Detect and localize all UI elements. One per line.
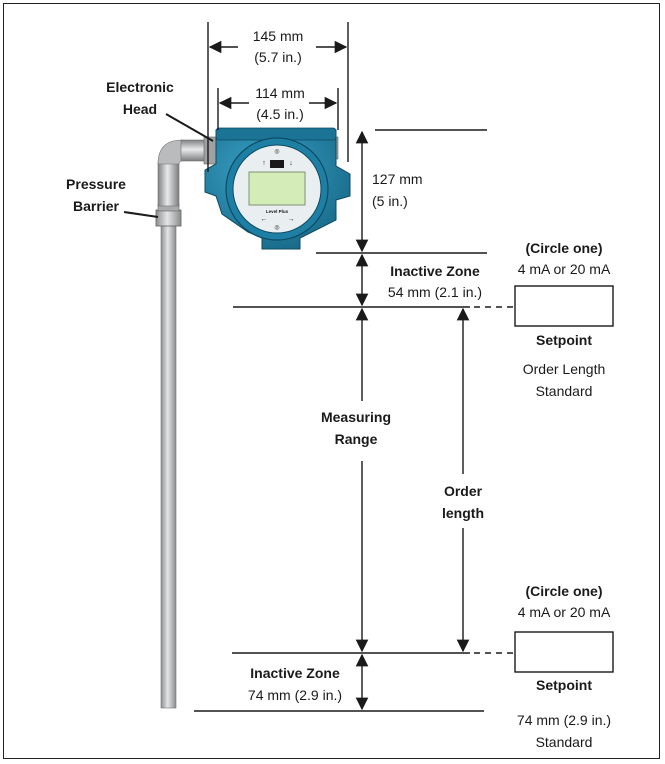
setpoint-top-label: Setpoint <box>536 332 592 348</box>
dim-145-mm: 145 mm <box>253 28 304 44</box>
dim-114-in: (4.5 in.) <box>256 106 303 122</box>
setpoint-bottom-options: 4 mA or 20 mA <box>518 604 611 620</box>
svg-text:↓: ↓ <box>289 160 293 167</box>
pressure-barrier-fitting <box>155 209 182 227</box>
setpoint-top-circle: (Circle one) <box>525 240 602 256</box>
probe-assembly <box>155 136 219 709</box>
inactive-top-title: Inactive Zone <box>390 263 480 279</box>
dim-127-mm: 127 mm <box>372 171 423 187</box>
pressure-barrier-label-1: Pressure <box>66 176 126 192</box>
lcd-display <box>248 171 306 206</box>
setpoint-top-options: 4 mA or 20 mA <box>518 261 611 277</box>
svg-text:←: ← <box>261 216 268 223</box>
setpoint-bottom-note-2: Standard <box>536 734 593 750</box>
setpoint-bottom-label: Setpoint <box>536 677 592 693</box>
svg-text:◎: ◎ <box>274 225 279 231</box>
inactive-bottom-value: 74 mm (2.9 in.) <box>248 687 342 703</box>
electronic-head-label-1: Electronic <box>106 79 174 95</box>
dimension-114mm: 114 mm (4.5 in.) <box>217 84 339 130</box>
order-length-label-1: Order <box>444 483 483 499</box>
dim-127-in: (5 in.) <box>372 193 408 209</box>
measuring-range-label-1: Measuring <box>321 409 391 425</box>
svg-text:↑: ↑ <box>262 160 266 167</box>
inactive-bottom-title: Inactive Zone <box>250 665 340 681</box>
callout-pressure-barrier: Pressure Barrier <box>66 176 159 218</box>
dimension-145mm: 145 mm (5.7 in.) <box>207 22 349 172</box>
setpoint-top-note-1: Order Length <box>523 361 606 377</box>
display-brand: Level Plus <box>266 209 289 214</box>
measuring-range-label-2: Range <box>335 431 378 447</box>
setpoint-bottom-note-1: 74 mm (2.9 in.) <box>517 712 611 728</box>
elbow-vertical-pipe <box>157 161 180 207</box>
pressure-barrier-label-2: Barrier <box>73 198 119 214</box>
svg-text:◎: ◎ <box>274 149 279 155</box>
svg-text:→: → <box>288 216 295 223</box>
dim-145-in: (5.7 in.) <box>254 49 301 65</box>
setpoint-bottom-box[interactable] <box>514 631 614 673</box>
inactive-top-value: 54 mm (2.1 in.) <box>388 284 482 300</box>
diagram-frame <box>3 3 660 759</box>
order-length-label-2: length <box>442 505 484 521</box>
electronic-head: ◎ ↑ ↓ Level Plus ← → ◎ <box>204 127 351 250</box>
callout-electronic-head: Electronic Head <box>106 79 214 142</box>
setpoint-top-group: (Circle one) 4 mA or 20 mA Setpoint Orde… <box>514 240 614 399</box>
probe-rod <box>160 221 177 709</box>
elbow-bend <box>157 139 183 165</box>
setpoint-top-box[interactable] <box>514 285 614 327</box>
electronic-head-label-2: Head <box>123 101 157 117</box>
setpoint-top-note-2: Standard <box>536 383 593 399</box>
setpoint-bottom-group: (Circle one) 4 mA or 20 mA Setpoint 74 m… <box>514 583 614 750</box>
elbow-horizontal-pipe <box>180 139 208 162</box>
dim-114-mm: 114 mm <box>255 85 305 101</box>
setpoint-bottom-circle: (Circle one) <box>525 583 602 599</box>
